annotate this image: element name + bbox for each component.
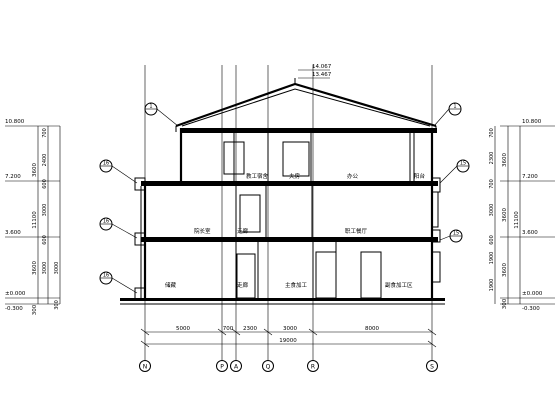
room-label-1f-4: 副食加工区 [385, 281, 413, 289]
dim-left-inner-8: 300 [54, 300, 60, 310]
dim-bottom-2: 700 [223, 326, 234, 332]
openings [134, 141, 441, 301]
room-label-1f-1: 储藏 [165, 281, 177, 289]
dim-bottom-4: 3000 [283, 326, 297, 332]
room-labels: 教工宿舍 夫房 办公 阳台 院长室 走廊 职工餐厅 储藏 走廊 主食加工 副食加… [165, 172, 426, 289]
dim-left-outer-1: 3600 [32, 163, 38, 177]
dim-left-outer-4: 300 [32, 304, 38, 315]
section-mark-left-label: 1 [149, 104, 152, 110]
walls [140, 128, 434, 298]
section-marks: 1 1 16 16 16 15 15 [99, 102, 470, 294]
detail-mark-right-1-label: 15 [460, 161, 466, 167]
axis-bubbles: N P A Q R S [139, 360, 438, 372]
room-label-3f-4: 阳台 [414, 172, 426, 180]
axis-label-n: N [143, 364, 148, 371]
detail-mark-left-2-label: 16 [103, 219, 109, 225]
room-label-3f-2: 夫房 [289, 172, 301, 180]
ridge-level-bottom: 13.467 [312, 72, 332, 78]
axis-label-r: R [311, 364, 315, 371]
dim-right-total: 11100 [514, 211, 520, 229]
detail-mark-right-2-label: 15 [453, 231, 459, 237]
axis-bubble-a [230, 360, 242, 372]
dim-bottom-1: 5000 [176, 326, 190, 332]
level-left-3600: 3.600 [5, 230, 21, 236]
level-right-10800: 10.800 [522, 119, 542, 125]
level-left-0000: ±0.000 [5, 291, 26, 297]
dim-right-outer-2: 3600 [502, 208, 508, 222]
dim-right-outer-3: 3600 [502, 263, 508, 277]
room-label-2f-1: 院长室 [194, 227, 211, 235]
room-label-1f-2: 走廊 [237, 281, 249, 289]
floor-slabs [120, 128, 445, 305]
axis-label-p: P [220, 364, 224, 371]
dim-bottom-3: 2300 [243, 326, 257, 332]
level-left-7200: 7.200 [5, 174, 21, 180]
dim-left-inner-3: 600 [42, 179, 48, 189]
dimensions-left: 3600 11100 3600 300 700 2400 600 3000 60… [32, 126, 61, 315]
dim-right-inner-5: 600 [489, 235, 495, 245]
level-left-10800: 10.800 [5, 119, 25, 125]
dim-left-total: 11100 [32, 211, 38, 229]
dim-right-inner-6: 1900 [489, 252, 495, 265]
dim-right-inner-3: 700 [489, 179, 495, 189]
ridge-level-top: 14.067 [312, 64, 332, 70]
roof [175, 78, 437, 132]
dim-left-outer-3: 3600 [32, 261, 38, 275]
axis-label-s: S [430, 364, 434, 371]
dim-left-inner-5: 600 [42, 235, 48, 245]
room-label-2f-3: 职工餐厅 [345, 227, 368, 235]
dim-bottom-5: 8000 [365, 326, 379, 332]
level-right-3600: 3.600 [522, 230, 538, 236]
dimensions-bottom: 5000 700 2300 3000 8000 19000 [140, 326, 437, 348]
axis-bubble-p [216, 360, 228, 372]
dim-left-inner-6: 3000 [42, 262, 48, 275]
level-right-7200: 7.200 [522, 174, 538, 180]
dim-right-outer-4: 300 [502, 298, 508, 309]
level-left-m0300: -0.300 [5, 306, 23, 312]
dim-left-inner-2: 2400 [42, 154, 48, 167]
axis-bubble-n [139, 360, 151, 372]
room-label-1f-3: 主食加工 [285, 281, 308, 289]
level-marks-left: 10.800 7.200 3.600 ±0.000 -0.300 [5, 119, 60, 312]
axis-label-q: Q [266, 364, 271, 371]
dim-right-inner-7: 1900 [489, 279, 495, 292]
axis-grid-lines [144, 65, 433, 360]
level-marks-right: 10.800 7.200 3.600 ±0.000 -0.300 [500, 119, 555, 312]
dim-right-inner-4: 3000 [489, 204, 495, 217]
section-mark-right-label: 1 [453, 104, 456, 110]
axis-bubble-q [262, 360, 274, 372]
dim-right-inner-2: 2300 [489, 152, 495, 165]
detail-mark-left-1-label: 16 [103, 161, 109, 167]
level-right-0000: ±0.000 [522, 291, 543, 297]
axis-bubble-s [426, 360, 438, 372]
level-right-m0300: -0.300 [522, 306, 540, 312]
dim-right-inner-1: 700 [489, 128, 495, 138]
dim-left-inner-7: 3000 [54, 262, 60, 275]
dim-left-inner-4: 3000 [42, 204, 48, 217]
dim-right-outer-1: 3600 [502, 153, 508, 167]
dimensions-right: 700 2300 700 3000 600 1900 1900 3600 360… [489, 126, 521, 309]
axis-label-a: A [234, 364, 239, 371]
detail-mark-left-3-label: 16 [103, 273, 109, 279]
room-label-2f-2: 走廊 [237, 227, 249, 235]
axis-bubble-r [307, 360, 319, 372]
dim-bottom-total: 19000 [279, 338, 297, 344]
room-label-3f-3: 办公 [347, 172, 359, 180]
room-label-3f-1: 教工宿舍 [246, 172, 269, 180]
ridge-levels: 14.067 13.467 [298, 64, 332, 79]
dim-left-inner-1: 700 [42, 128, 48, 138]
